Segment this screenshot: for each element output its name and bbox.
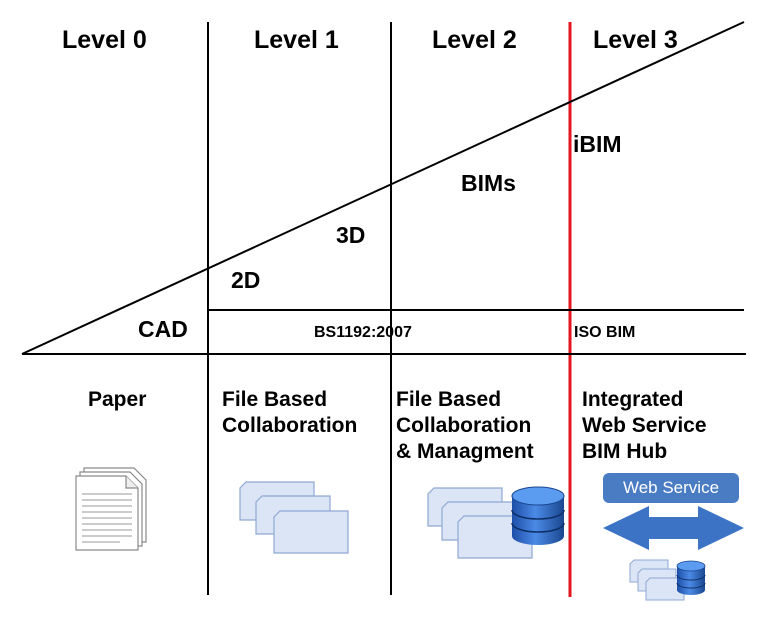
level-2-heading: Level 2	[432, 26, 517, 54]
web-service-box: Web Service	[603, 473, 739, 503]
caption-line: Paper	[88, 388, 147, 411]
caption-level-0: Paper	[88, 387, 146, 413]
caption-line: BIM Hub	[582, 440, 668, 463]
label-bims: BIMs	[461, 170, 516, 196]
double-arrow-icon	[603, 506, 744, 550]
label-cad: CAD	[138, 316, 188, 342]
caption-level-3: Integrated Web Service BIM Hub	[582, 387, 707, 465]
file-stack-icon	[239, 481, 349, 554]
label-ibim: iBIM	[573, 131, 622, 157]
level-0-heading: Level 0	[62, 26, 147, 54]
document-stack-icon	[75, 467, 147, 551]
caption-line: Web Service	[582, 414, 707, 437]
standard-bs1192: BS1192:2007	[314, 324, 412, 341]
label-3d: 3D	[336, 222, 366, 248]
level-1-heading: Level 1	[254, 26, 339, 54]
label-2d: 2D	[231, 267, 261, 293]
caption-line: File Based	[222, 388, 328, 411]
caption-level-1: File Based Collaboration	[222, 387, 357, 439]
standard-iso-bim: ISO BIM	[574, 324, 636, 341]
caption-level-2: File Based Collaboration & Managment	[396, 387, 534, 465]
caption-line: & Managment	[396, 440, 534, 463]
caption-line: File Based	[396, 388, 502, 411]
database-icon	[511, 486, 565, 545]
maturity-diagonal	[21, 21, 745, 355]
level-3-heading: Level 3	[593, 26, 678, 54]
database-icon	[676, 560, 706, 595]
caption-line: Collaboration	[396, 414, 532, 437]
caption-line: Collaboration	[222, 414, 358, 437]
web-service-label: Web Service	[622, 478, 720, 497]
file-stack-icon	[629, 559, 685, 601]
caption-line: Integrated	[582, 388, 684, 411]
